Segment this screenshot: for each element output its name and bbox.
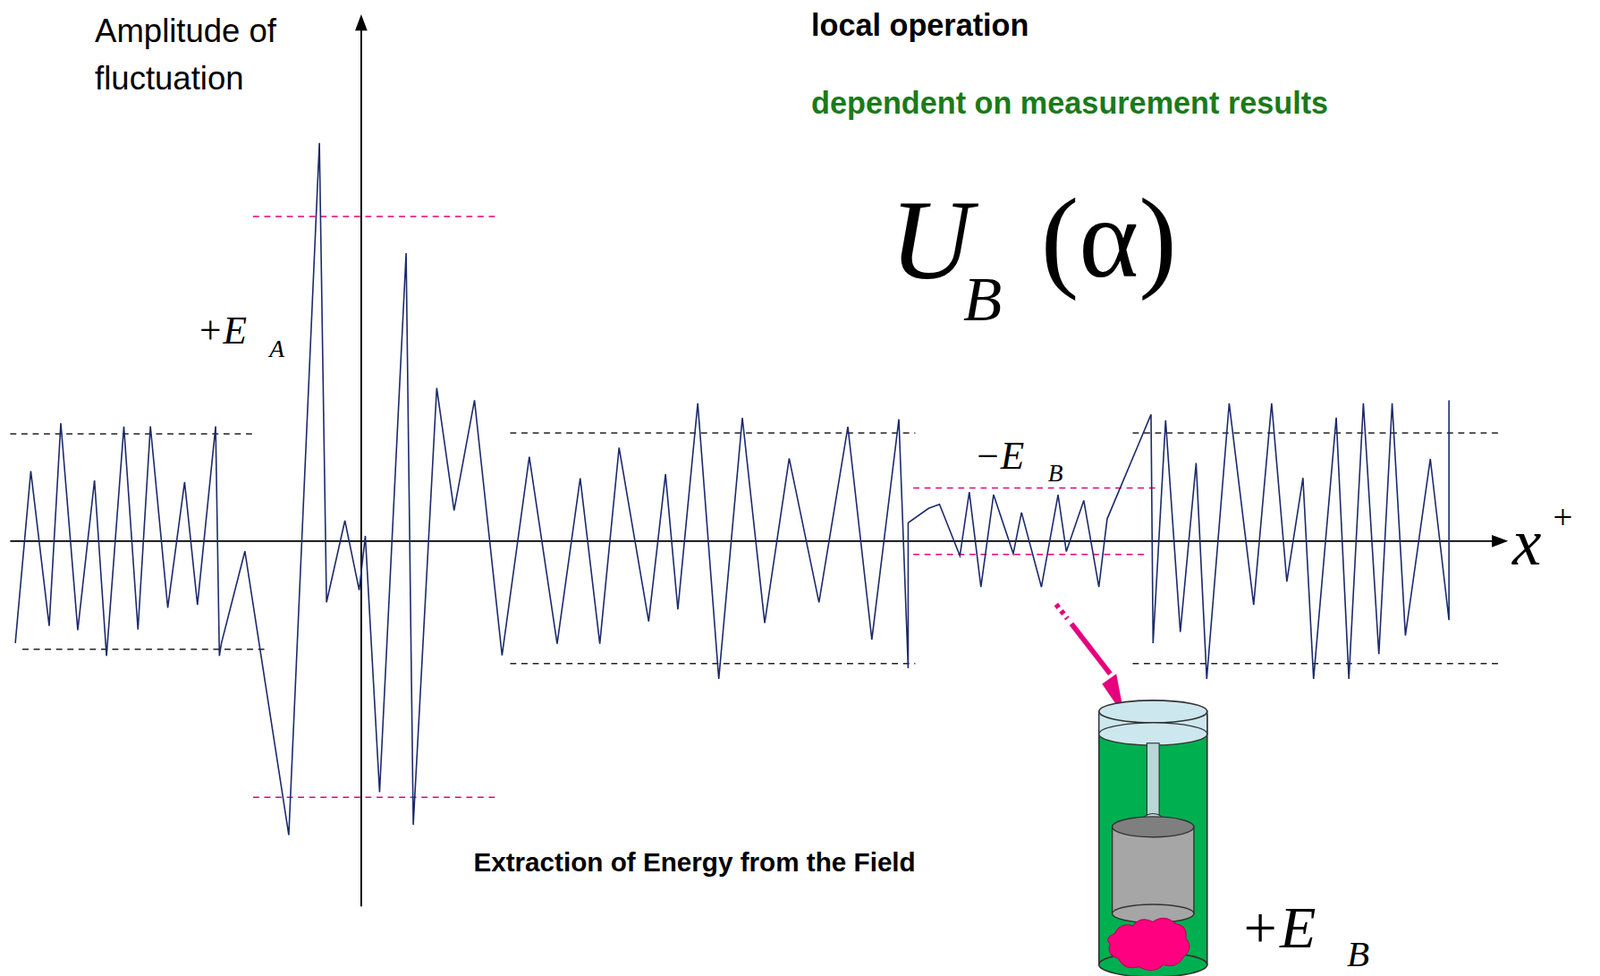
- subheading: dependent on measurement results: [811, 87, 1329, 119]
- energy-label: +E: [196, 311, 247, 350]
- fluctuation-wave: [15, 143, 1449, 836]
- energy-subscript: B: [1346, 935, 1370, 973]
- energy-device: [1056, 604, 1208, 976]
- operator-symbol: U: [889, 183, 973, 298]
- operator-argument: (α): [1041, 181, 1177, 297]
- energy-label: −E: [974, 436, 1025, 475]
- axis-label: Amplitude of fluctuation: [94, 8, 350, 103]
- wave-path: [15, 143, 1449, 836]
- energy-subscript: B: [1048, 461, 1064, 486]
- caption-note: Extraction of Energy from the Field: [473, 848, 915, 876]
- energy-subscript: A: [269, 337, 285, 362]
- level-lines: [9, 216, 1498, 797]
- energy-label: +E: [1239, 897, 1316, 957]
- axes: [9, 14, 1508, 906]
- operator-subscript: B: [963, 267, 1002, 331]
- axis-superscript: +: [1553, 499, 1574, 535]
- heading: local operation: [811, 9, 1029, 41]
- axis-variable: x: [1512, 509, 1541, 576]
